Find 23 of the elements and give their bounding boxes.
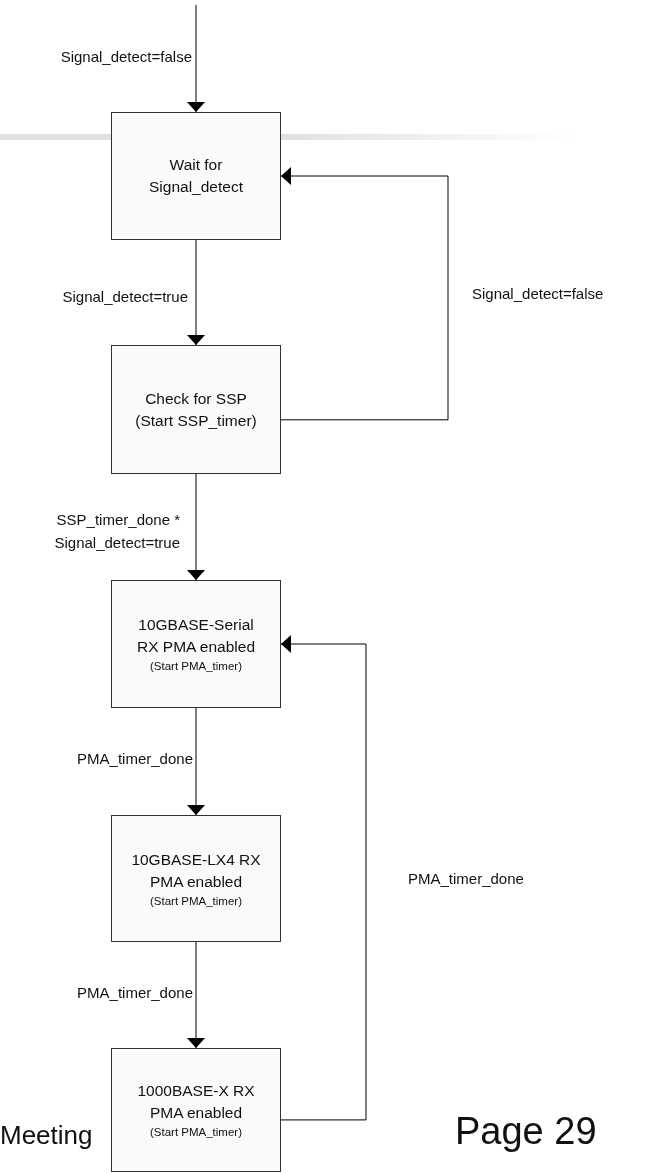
edge-label: PMA_timer_done: [408, 869, 525, 889]
edge-label: Signal_detect=true: [61, 287, 188, 307]
state-box: [111, 112, 281, 240]
state-action: (Start SSP_timer): [135, 410, 257, 431]
state-box: [111, 1048, 281, 1172]
state-name: 10GBASE-LX4 RX PMA enabled: [130, 849, 262, 892]
state-action: (Start PMA_timer): [150, 893, 242, 909]
edge-label: PMA_timer_done: [76, 983, 193, 1003]
state-name: Wait for Signal_detect: [148, 155, 244, 197]
edge-label: PMA_timer_done: [76, 749, 193, 769]
state-action: (Start PMA_timer): [150, 1125, 242, 1140]
edge-label: Signal_detect=false: [472, 284, 605, 304]
edge-label: Signal_detect=false: [59, 47, 192, 67]
state-box: [111, 815, 281, 942]
page-number: Page 29: [455, 1109, 597, 1154]
state-box: [111, 345, 281, 474]
state-name: 1000BASE-X RX PMA enabled: [136, 1081, 256, 1123]
state-name: Check for SSP: [145, 388, 247, 409]
state-box: [111, 580, 281, 708]
state-action: (Start PMA_timer): [150, 659, 242, 674]
edge-label: SSP_timer_done * Signal_detect=true: [53, 510, 180, 553]
footer-text: Meeting: [0, 1119, 93, 1152]
state-name: 10GBASE-Serial RX PMA enabled: [135, 615, 256, 657]
